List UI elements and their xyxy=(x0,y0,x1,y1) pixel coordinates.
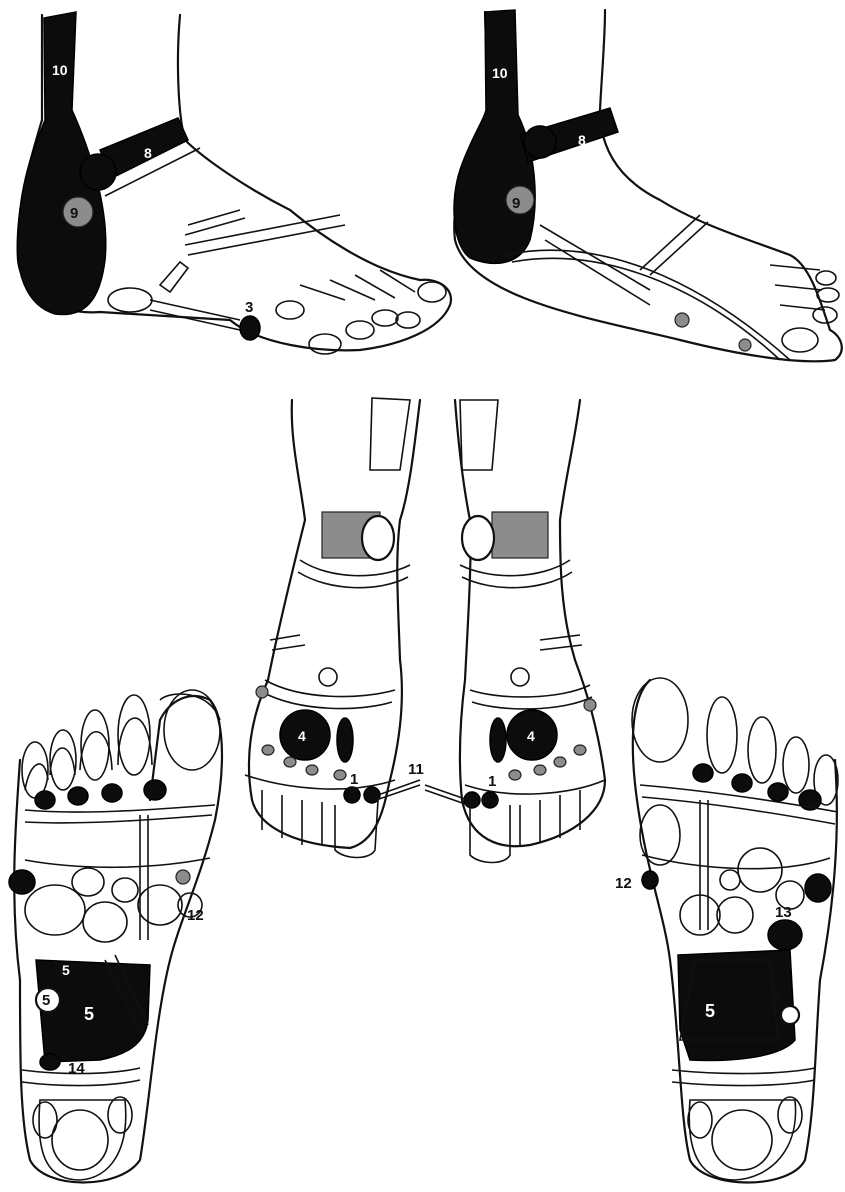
label-12-left: 12 xyxy=(187,907,204,924)
label-5-top-left: 5 xyxy=(62,962,70,978)
label-10-right: 10 xyxy=(492,65,508,81)
zone-13-dot xyxy=(768,920,802,950)
toe-dot-2-left xyxy=(68,787,88,805)
label-8-right: 8 xyxy=(578,132,586,148)
zone-12-dot-right xyxy=(642,871,658,889)
label-5-center-left: 5 xyxy=(84,1004,94,1024)
zone-grey-ankle-right xyxy=(492,512,548,558)
label-8-left: 8 xyxy=(144,145,152,161)
zone-dorsal-oblong-right xyxy=(490,718,506,762)
foot-inner-side-view-left: 10 8 9 3 xyxy=(17,12,450,354)
label-5-side-right: 5 xyxy=(772,987,780,1004)
label-3: 3 xyxy=(245,299,253,316)
label-9-right: 9 xyxy=(512,195,520,212)
label-5-center-right: 5 xyxy=(705,1001,715,1021)
label-11: 11 xyxy=(408,761,424,778)
zone-7-ankle-circle-right xyxy=(524,126,556,158)
toe-dot-3-left xyxy=(102,784,122,802)
foot-sole-view-right: 5 5 12 13 xyxy=(615,678,838,1183)
label-4-right: 4 xyxy=(527,728,535,744)
label-1-left: 1 xyxy=(350,771,358,788)
label-1-right: 1 xyxy=(488,773,496,790)
label-4-left: 4 xyxy=(298,728,306,744)
zone-7-ankle-circle xyxy=(80,154,116,190)
label-12-right: 12 xyxy=(615,875,632,892)
zone-12-dot-left xyxy=(176,870,190,884)
side-dot-right xyxy=(805,874,831,902)
side-dot-left xyxy=(9,870,35,894)
zone-dorsal-oblong-left xyxy=(337,718,353,762)
zone-11-dot-b-right xyxy=(482,792,498,808)
label-5-side-left: 5 xyxy=(42,992,50,1009)
zone-14-dot xyxy=(40,1054,60,1070)
label-10-left: 10 xyxy=(52,62,68,78)
toe-dot-3-right xyxy=(768,783,788,801)
zone-3-toe-dot xyxy=(240,316,260,340)
foot-dorsal-view-right: 4 1 xyxy=(455,400,605,863)
foot-sole-view-left: 5 5 5 14 12 xyxy=(9,690,222,1183)
toe-dot-1-right xyxy=(693,764,713,782)
label-9-left: 9 xyxy=(70,205,78,222)
toe-dot-1-left xyxy=(35,791,55,809)
foot-outer-side-view-right: 10 8 9 xyxy=(454,10,842,361)
toe-dot-4-left xyxy=(144,780,166,800)
toe-dot-2-right xyxy=(732,774,752,792)
label-14: 14 xyxy=(68,1060,85,1077)
label-13: 13 xyxy=(775,904,792,921)
zone-5-dark-block-right xyxy=(678,950,795,1060)
